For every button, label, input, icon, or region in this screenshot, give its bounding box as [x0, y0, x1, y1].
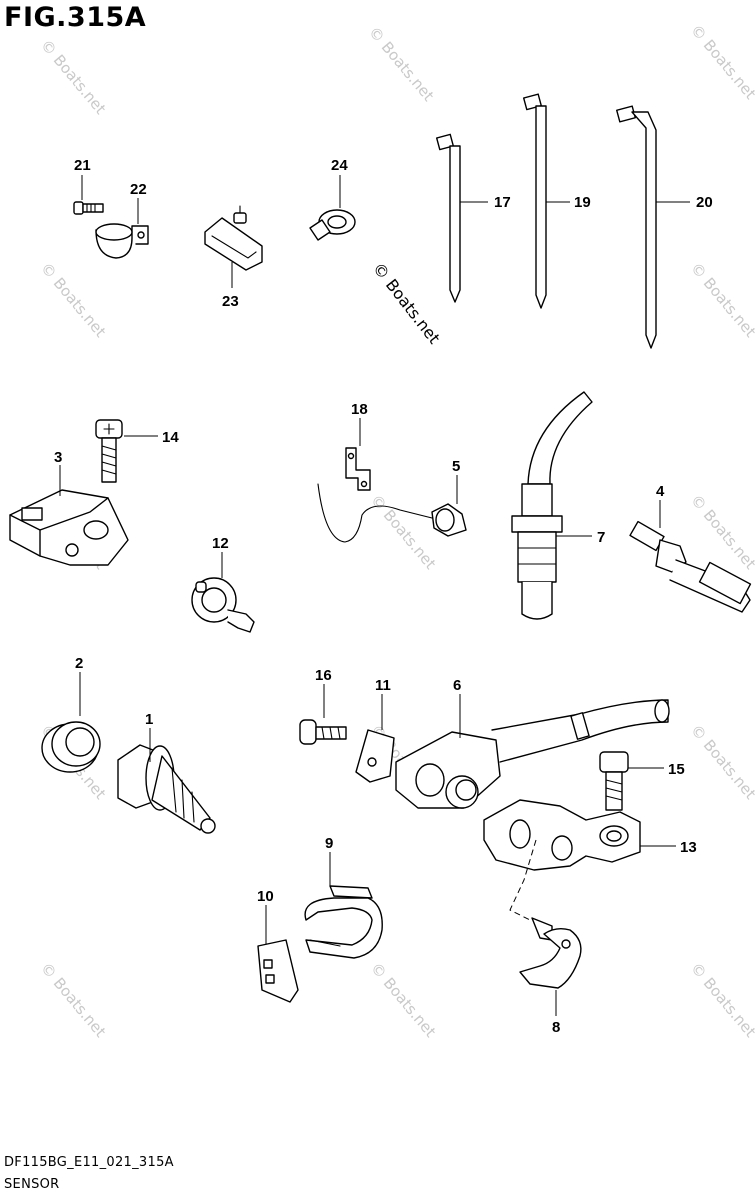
- watermark: © Boats.net: [687, 959, 755, 1041]
- part-14-bolt: [95, 419, 123, 483]
- watermark: © Boats.net: [37, 959, 110, 1041]
- part-3-sensor: [9, 489, 129, 566]
- callout-24: 24: [331, 157, 348, 174]
- part-20-cable-tie: [616, 105, 657, 349]
- part-13-bracket: [483, 799, 641, 871]
- part-18-bracket: [345, 447, 371, 491]
- section-name: SENSOR: [4, 1177, 60, 1192]
- callout-16: 16: [315, 667, 332, 684]
- watermark: © Boats.net: [687, 721, 755, 803]
- part-16-bolt: [299, 719, 347, 745]
- callout-12: 12: [212, 535, 229, 552]
- callout-21: 21: [74, 157, 91, 174]
- watermark: © Boats.net: [687, 21, 755, 103]
- watermark: © Boats.net: [37, 259, 110, 341]
- callout-8: 8: [552, 1019, 560, 1036]
- callout-7: 7: [597, 529, 605, 546]
- part-1-sensor: [117, 744, 216, 834]
- part-6-sensor: [395, 699, 670, 809]
- watermark: © Boats.net: [367, 491, 440, 573]
- part-10-tab: [257, 939, 299, 1003]
- part-5-sensor: [317, 483, 467, 543]
- callout-22: 22: [130, 181, 147, 198]
- watermark: © Boats.net: [367, 959, 440, 1041]
- callout-18: 18: [351, 401, 368, 418]
- callout-13: 13: [680, 839, 697, 856]
- callout-9: 9: [325, 835, 333, 852]
- part-11-plate: [355, 729, 395, 783]
- part-17-cable-tie: [435, 133, 461, 303]
- part-4-sensor: [629, 520, 752, 613]
- callout-2: 2: [75, 655, 83, 672]
- watermark: © Boats.net: [687, 259, 755, 341]
- watermark-center: © Boats.net: [369, 259, 444, 348]
- callout-1: 1: [145, 711, 153, 728]
- diagram-code: DF115BG_E11_021_315A: [4, 1155, 174, 1170]
- callout-11: 11: [375, 677, 391, 694]
- callout-labels: 21 22 23 24 17 19 20 14 3 12 18 5 7 4 2 …: [54, 157, 713, 1036]
- callout-5: 5: [452, 458, 460, 475]
- figure-title: FIG.315A: [4, 2, 147, 33]
- watermark: © Boats.net: [37, 36, 110, 118]
- watermark: © Boats.net: [687, 491, 755, 573]
- watermark: © Boats.net: [365, 23, 438, 105]
- part-15-bolt: [599, 751, 629, 811]
- part-19-cable-tie: [522, 93, 547, 309]
- part-23-clip: [204, 205, 263, 271]
- part-8-plate: [519, 917, 582, 989]
- part-9-clamp: [304, 885, 383, 959]
- callout-15: 15: [668, 761, 685, 778]
- callout-10: 10: [257, 888, 274, 905]
- callout-6: 6: [453, 677, 461, 694]
- part-21-bolt: [73, 201, 104, 215]
- callout-3: 3: [54, 449, 62, 466]
- callout-4: 4: [656, 483, 665, 500]
- part-12-pressure-sensor: [191, 577, 255, 633]
- part-24-clamp: [309, 209, 356, 241]
- callout-17: 17: [494, 194, 511, 211]
- part-7-sensor: [511, 391, 593, 620]
- callout-14: 14: [162, 429, 179, 446]
- callout-23: 23: [222, 293, 239, 310]
- callout-19: 19: [574, 194, 591, 211]
- callout-20: 20: [696, 194, 713, 211]
- part-22-clamp: [95, 223, 149, 259]
- part-2-grommet: [41, 721, 101, 773]
